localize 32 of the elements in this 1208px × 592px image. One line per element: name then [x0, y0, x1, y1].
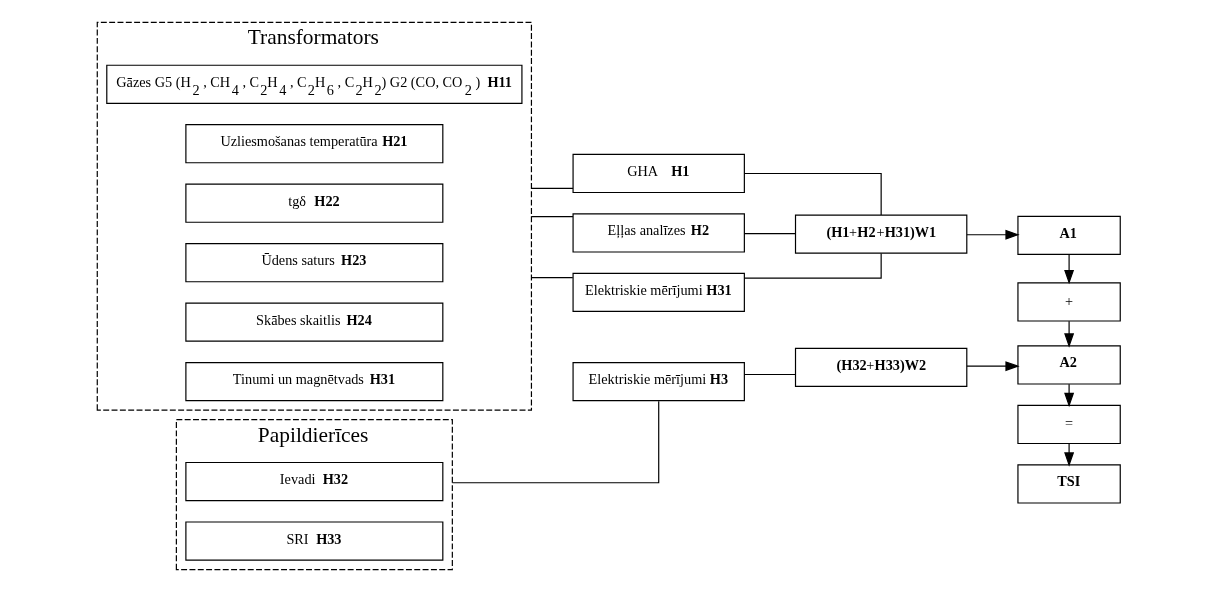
node-box: = [1017, 404, 1121, 445]
node-box: Skābes skaitlis H24 [185, 302, 444, 342]
arrow [1064, 320, 1075, 348]
connector [530, 187, 574, 189]
connector [743, 253, 882, 279]
node-box: Eļļas analīzes H2 [572, 213, 745, 253]
node-box: Ievadi H32 [185, 461, 444, 502]
arrow [966, 229, 1020, 240]
arrow [1064, 383, 1075, 408]
connector [743, 172, 882, 216]
node-box: Tinumi un magnētvads H31 [185, 362, 444, 402]
node-box: A2 [1017, 345, 1121, 385]
node-box: A1 [1017, 215, 1121, 255]
connector [743, 232, 796, 235]
node-box: Elektriskie mērījumi H31 [572, 272, 745, 313]
connector [530, 276, 574, 279]
node-box: + [1017, 282, 1121, 322]
arrow [1064, 443, 1075, 467]
node-box: (H32+H33)W2 [794, 347, 968, 387]
node-box: Ūdens saturs H23 [185, 243, 444, 283]
node-box: (H1+H2+H31)W1 [794, 214, 968, 254]
connector [530, 216, 574, 218]
connector [451, 400, 660, 484]
node-box: TSI [1017, 464, 1121, 504]
node-box: Uzliesmošanas temperatūra H21 [185, 124, 444, 164]
arrow [966, 361, 1020, 372]
arrow [1064, 254, 1075, 285]
node-box: GHA H1 [572, 153, 745, 194]
connector [743, 373, 796, 376]
node-box: tgδ H22 [185, 183, 444, 223]
node-box: SRI H33 [185, 521, 444, 561]
node-box: Elektriskie mērījumi H3 [572, 362, 745, 402]
